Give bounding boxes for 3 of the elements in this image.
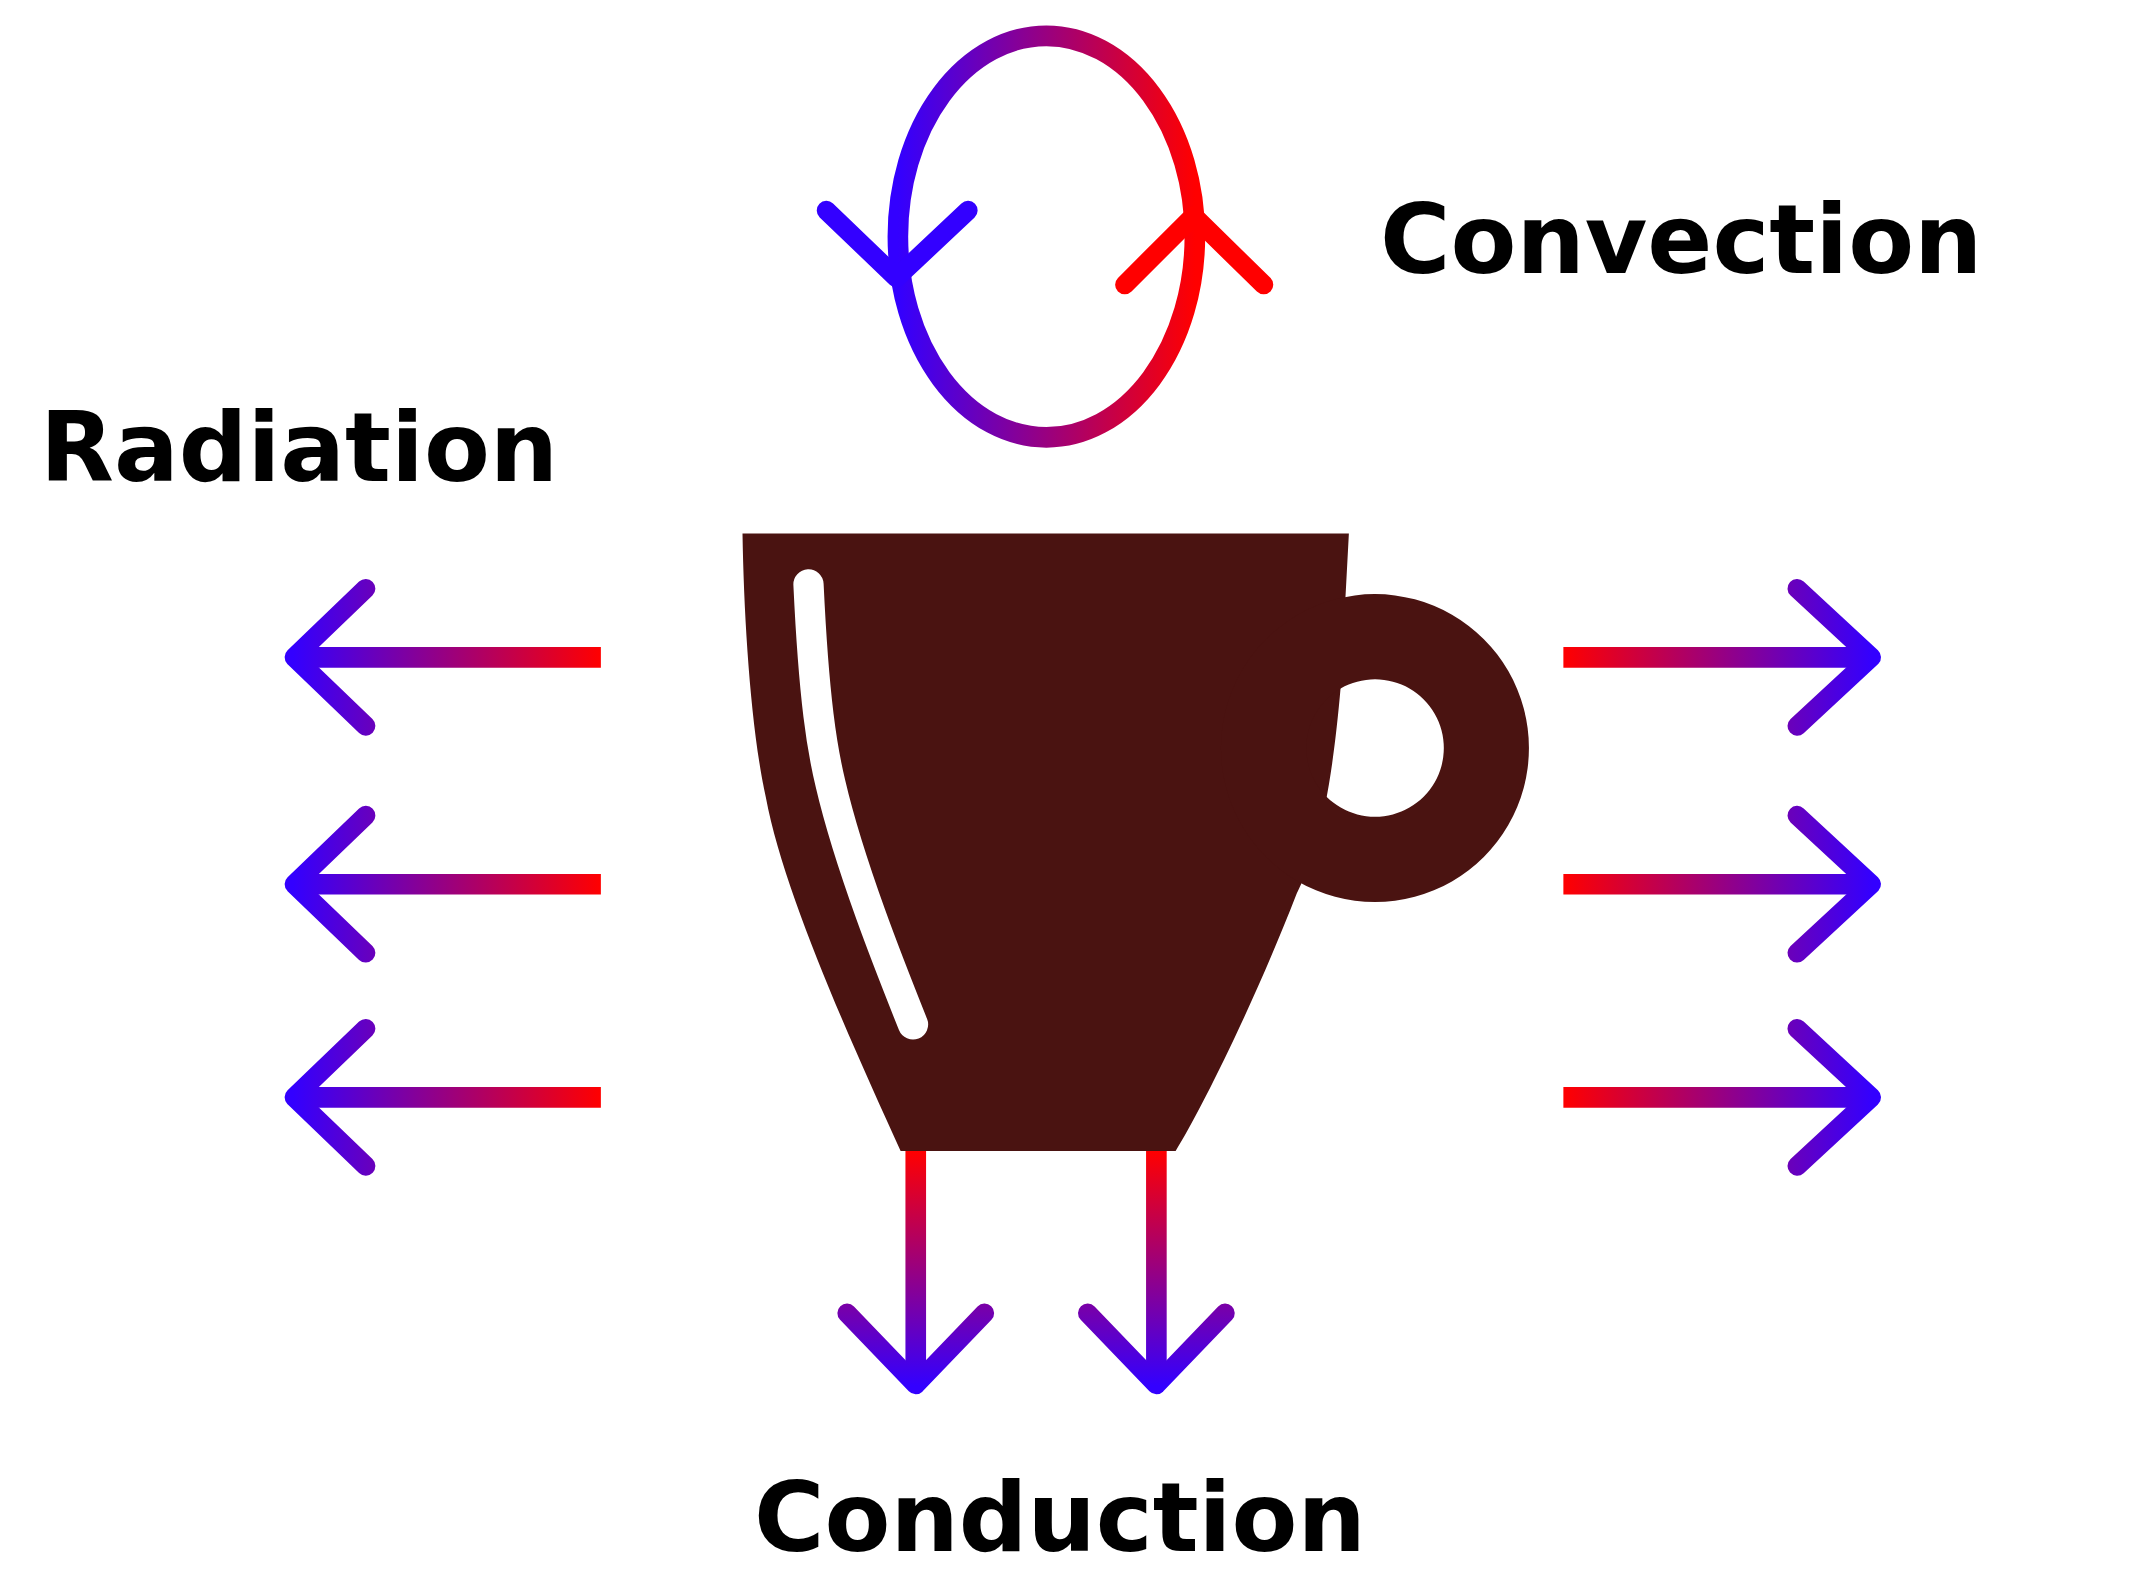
heat-transfer-label: Conduction	[754, 1470, 1366, 1566]
heat-transfer-label: Radiation	[40, 400, 559, 496]
heat-transfer-label: Convection	[1380, 192, 1983, 288]
